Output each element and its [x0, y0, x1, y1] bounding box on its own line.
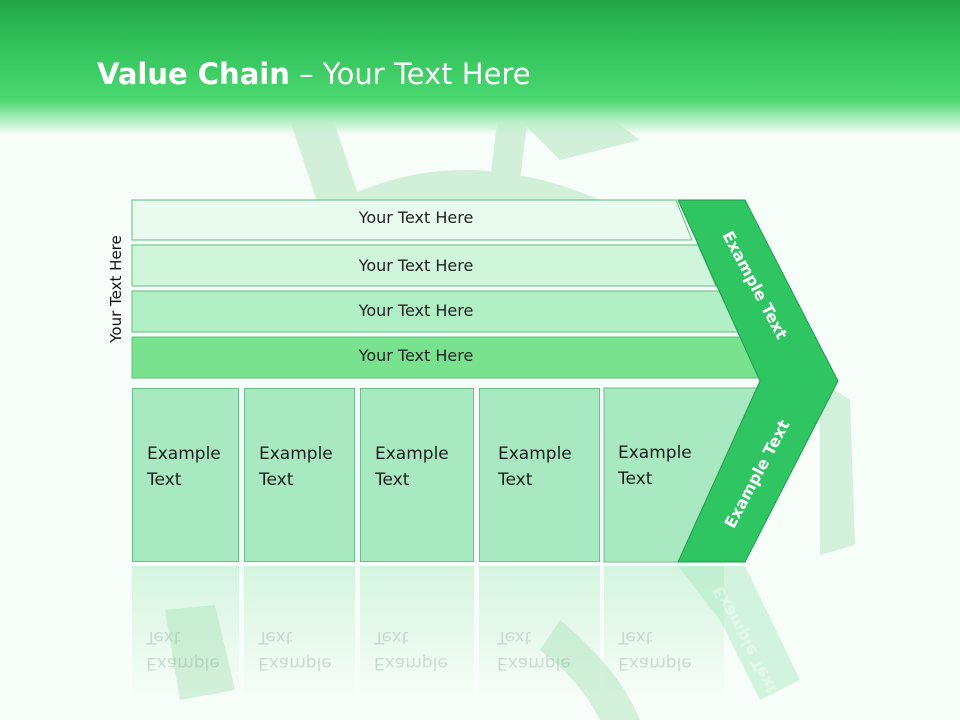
row-band-1: [131, 199, 693, 241]
row-label-1: Your Text Here: [358, 208, 474, 227]
row-label-3: Your Text Here: [358, 301, 474, 320]
page-title: Value Chain – Your Text Here: [97, 57, 531, 91]
column-4-line1: Example: [498, 444, 572, 464]
column-4-line2: Text: [498, 470, 533, 490]
row-label-4: Your Text Here: [358, 346, 474, 365]
row-band-2: [131, 244, 717, 287]
chevron-reflection: [678, 566, 800, 700]
column-3-line1: Example: [375, 444, 449, 464]
column-5-line1: Example: [618, 443, 692, 463]
column-5-line2: Text: [618, 469, 653, 489]
header-band: [0, 0, 960, 135]
column-3-line2: Text: [375, 470, 410, 490]
column-2-line2: Text: [259, 470, 294, 490]
column-2-line1: Example: [259, 444, 333, 464]
row-label-2: Your Text Here: [358, 256, 474, 275]
chevron-arrow: [677, 199, 839, 563]
column-1-line2: Text: [147, 470, 182, 490]
column-1-line1: Example: [147, 444, 221, 464]
